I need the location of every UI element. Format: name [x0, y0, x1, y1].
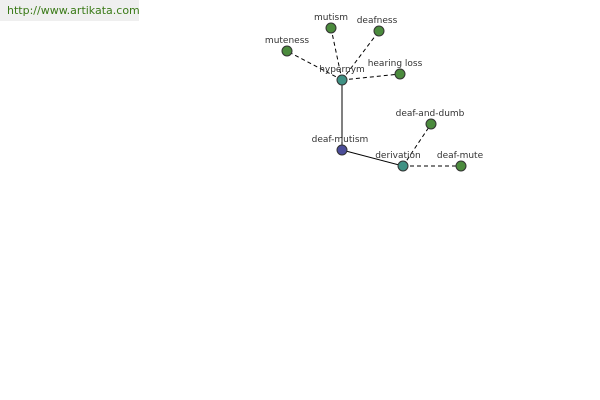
- edge-hypernym-to-muteness: [286, 50, 343, 81]
- node-mutism[interactable]: [325, 22, 337, 34]
- edge-hypernym-to-deafness: [341, 30, 380, 81]
- node-deafness[interactable]: [373, 25, 385, 37]
- node-label-muteness: muteness: [265, 36, 309, 46]
- source-url-link[interactable]: http://www.artikata.com: [0, 0, 140, 21]
- node-label-deaf-and-dumb: deaf-and-dumb: [396, 109, 465, 119]
- node-muteness[interactable]: [281, 45, 293, 57]
- node-label-hearing-loss: hearing loss: [368, 59, 423, 69]
- edge-hypernym-to-mutism: [330, 27, 343, 81]
- node-deaf-and-dumb[interactable]: [425, 118, 437, 130]
- labels-layer: deaf-mutism hypernym derivation muteness mut…: [265, 13, 484, 161]
- nodes-layer: [281, 22, 467, 172]
- node-label-deafness: deafness: [357, 16, 398, 26]
- node-label-deaf-mutism: deaf-mutism: [312, 135, 369, 145]
- node-derivation[interactable]: [397, 160, 409, 172]
- node-deaf-mute[interactable]: [455, 160, 467, 172]
- node-hearing-loss[interactable]: [394, 68, 406, 80]
- edges-layer: [286, 27, 461, 167]
- node-hypernym[interactable]: [336, 74, 348, 86]
- node-label-hypernym: hypernym: [319, 65, 365, 75]
- node-deaf-mutism[interactable]: [336, 144, 348, 156]
- edge-deaf-mutism-to-derivation: [341, 149, 404, 167]
- node-label-deaf-mute: deaf-mute: [437, 151, 484, 161]
- edge-hypernym-to-hearing-loss: [341, 73, 401, 81]
- node-label-mutism: mutism: [314, 13, 348, 23]
- node-label-derivation: derivation: [375, 151, 421, 161]
- edge-derivation-to-deaf-and-dumb: [402, 123, 432, 167]
